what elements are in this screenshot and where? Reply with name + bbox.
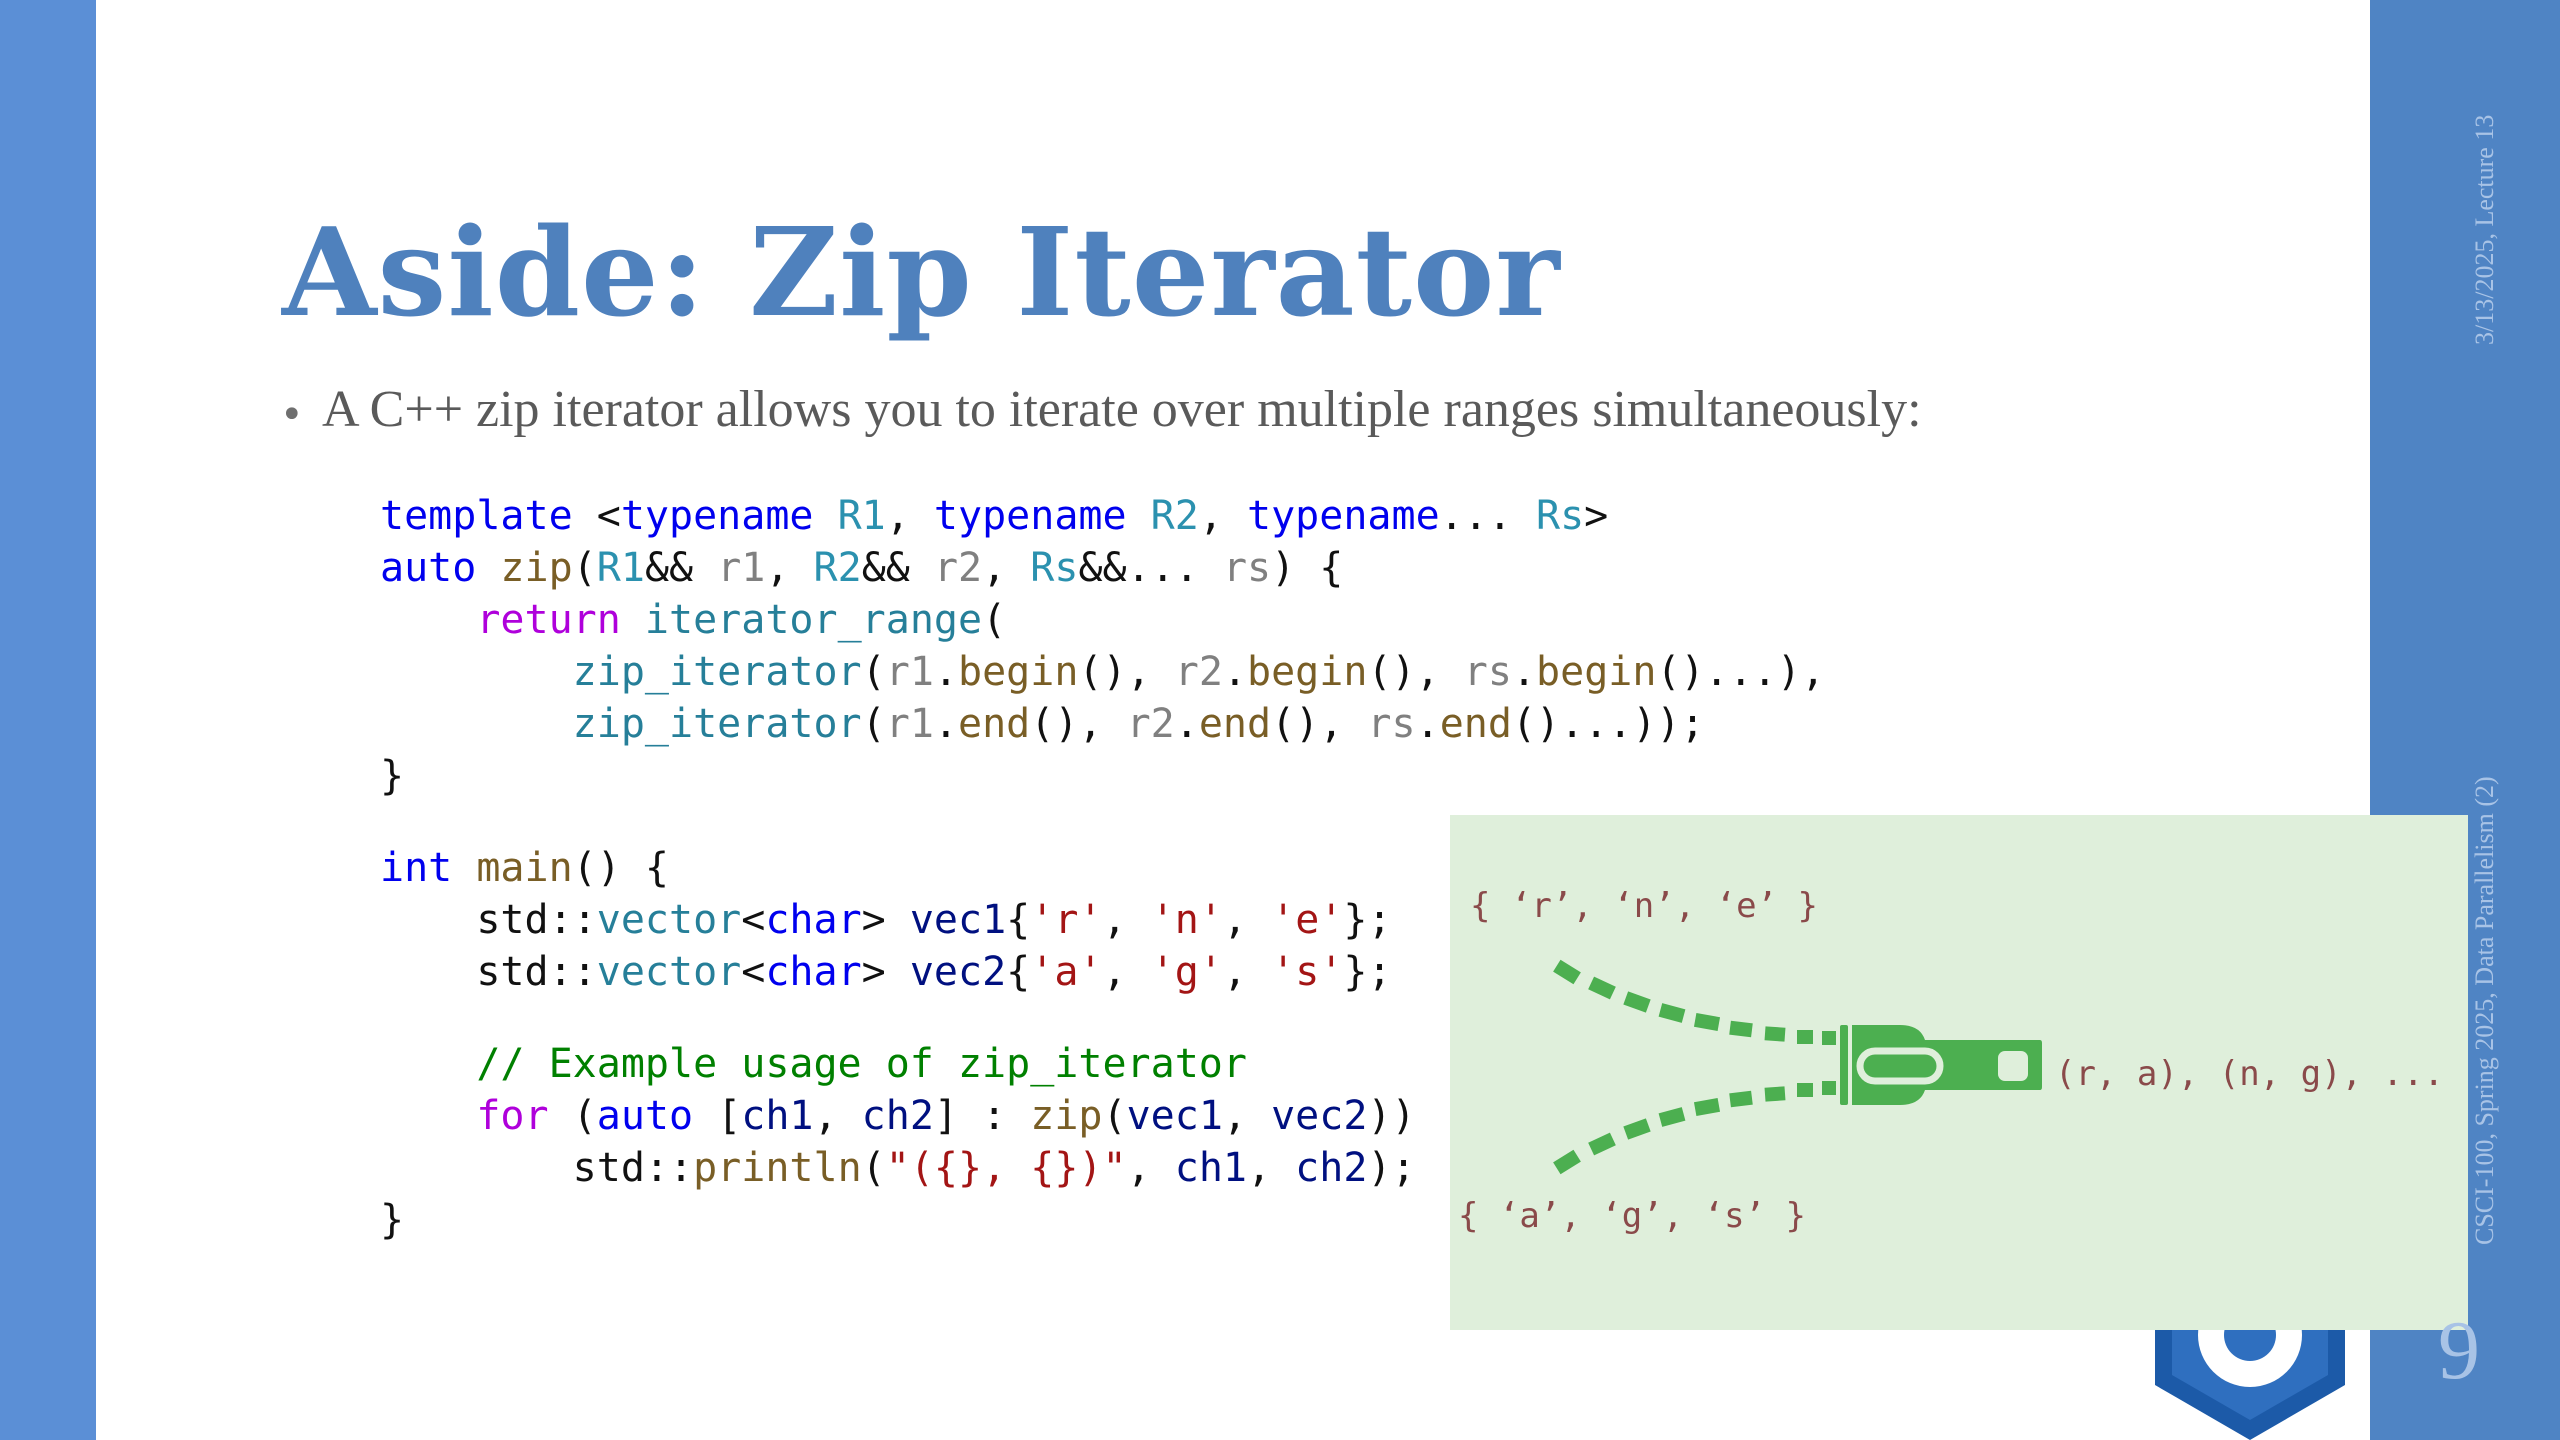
code-line: std::vector<char> vec1{'r', 'n', 'e'}; <box>380 897 1392 943</box>
code-line: } <box>380 753 405 799</box>
code-line: } <box>380 1197 405 1243</box>
code-line: std::println("({}, {})", ch1, ch2); <box>380 1145 1416 1191</box>
upper-zipper-teeth <box>1553 959 1836 1045</box>
sidebar-date-lecture: 3/13/2025, Lecture 13 <box>2470 114 2499 345</box>
code-line: return iterator_range( <box>476 597 1007 643</box>
slide-title: Aside: Zip Iterator <box>282 200 1561 344</box>
code-line: zip_iterator(r1.begin(), r2.begin(), rs.… <box>572 649 1826 695</box>
code-comment: // Example usage of zip_iterator <box>380 1041 1247 1087</box>
lower-zipper-teeth <box>1553 1081 1836 1175</box>
sidebar-course-info: CSCI-100, Spring 2025, Data Parallelism … <box>2470 776 2499 1245</box>
code-line: std::vector<char> vec2{'a', 'g', 's'}; <box>380 949 1392 995</box>
zipper-icon <box>1553 959 2042 1175</box>
zipped-output-label: (r, a), (n, g), ... <box>2055 1054 2444 1094</box>
page-number: 9 <box>2438 1304 2480 1397</box>
top-range-label: { ‘r’, ‘n’, ‘e’ } <box>1470 886 1818 926</box>
zip-diagram-panel: { ‘r’, ‘n’, ‘e’ } { ‘a’, ‘g’, ‘s’ } (r, … <box>1450 815 2468 1330</box>
bullet-text: A C++ zip iterator allows you to iterate… <box>322 381 1922 438</box>
code-block: template <typename R1, typename R2, type… <box>380 490 1825 1246</box>
zipper-diagram: { ‘r’, ‘n’, ‘e’ } { ‘a’, ‘g’, ‘s’ } (r, … <box>1458 886 2444 1236</box>
left-accent-bar <box>0 0 96 1440</box>
bottom-range-label: { ‘a’, ‘g’, ‘s’ } <box>1458 1196 1806 1236</box>
code-line: for (auto [ch1, ch2] : zip(vec1, vec2)) <box>476 1093 1416 1139</box>
code-line: zip_iterator(r1.end(), r2.end(), rs.end(… <box>572 701 1705 747</box>
code-line: template <typename R1, typename R2, type… <box>380 493 1609 539</box>
code-line: int main() { <box>380 845 669 891</box>
zipper-slider <box>1840 1025 2042 1105</box>
bullet-marker: • <box>280 392 304 438</box>
code-line: auto zip(R1&& r1, R2&& r2, Rs&&... rs) { <box>380 545 1344 591</box>
